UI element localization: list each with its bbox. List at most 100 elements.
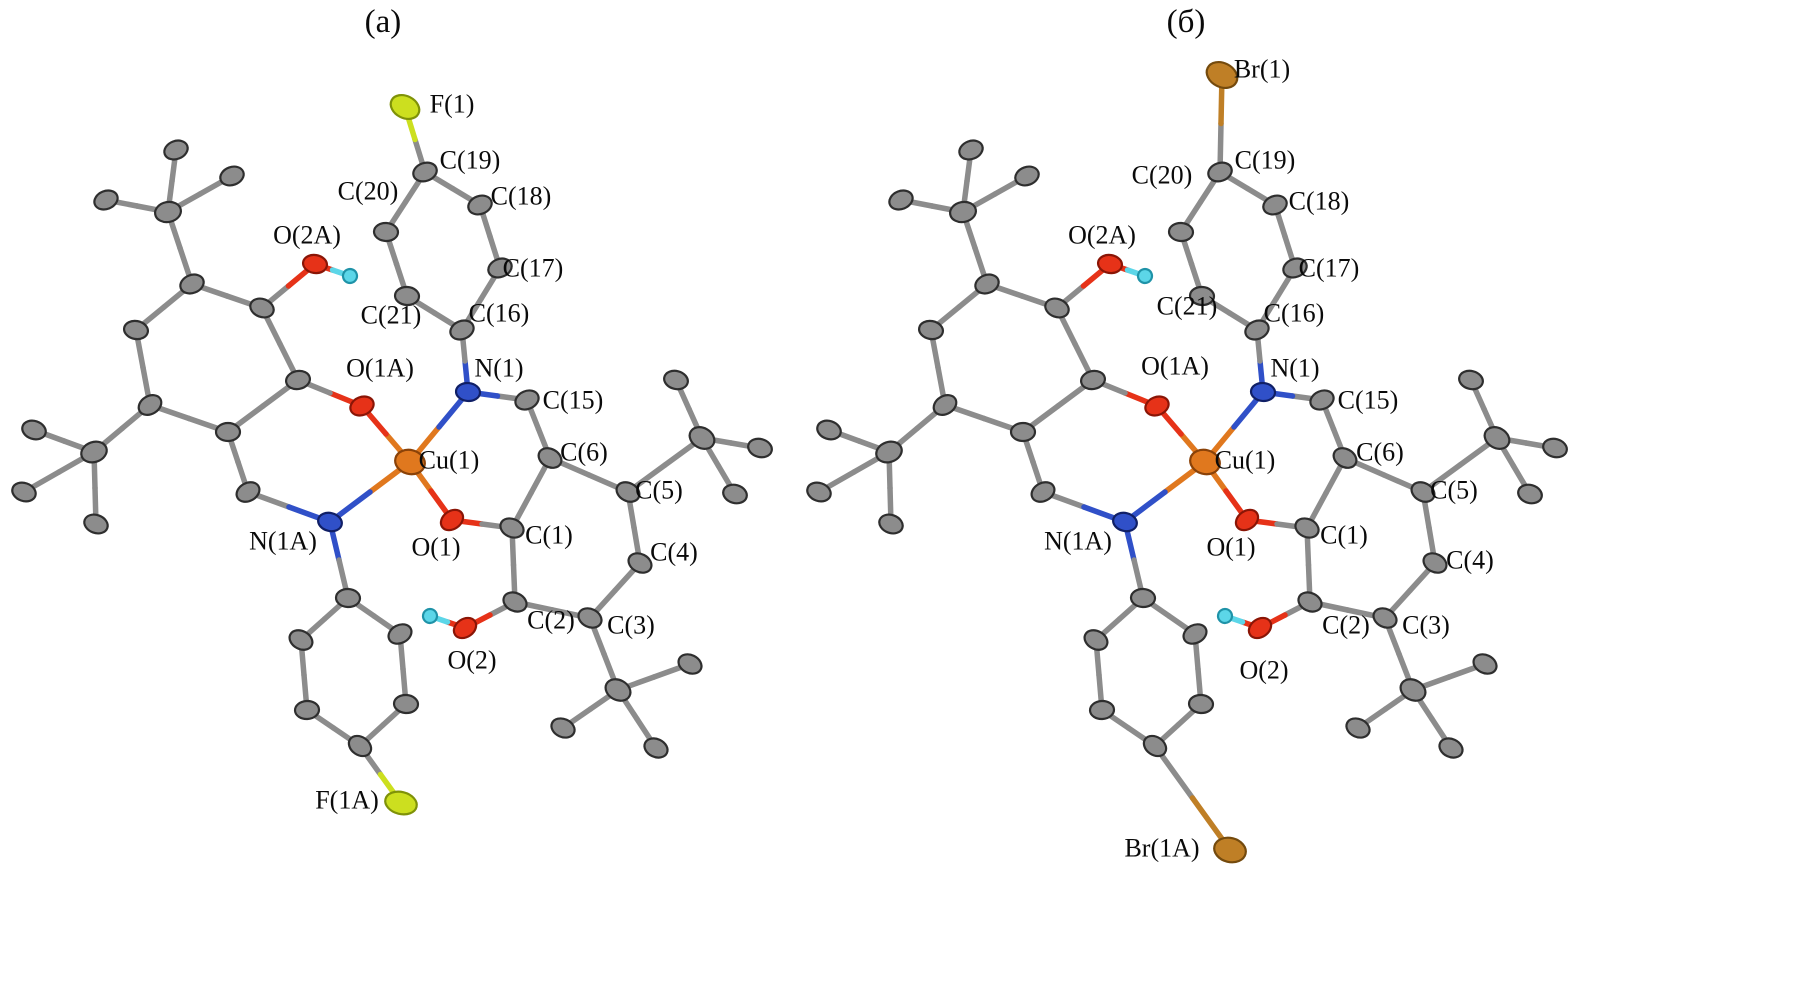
atom-C-C20A-ellipsoid	[1088, 699, 1116, 721]
atom-C-C18-ellipsoid	[1262, 194, 1288, 216]
atom-label-C(5): C(5)	[635, 476, 683, 505]
atom-label-N(1): N(1)	[474, 354, 523, 383]
atom-C-C3A-ellipsoid	[179, 273, 205, 295]
atom-C-C1-ellipsoid	[499, 517, 525, 539]
atom-C-C21-ellipsoid	[1188, 285, 1216, 307]
panel-title-a: (а)	[365, 4, 402, 40]
atom-N-N1A-ellipsoid	[1112, 511, 1138, 533]
atom-label-C(17): C(17)	[503, 254, 564, 283]
atom-C-C20A-ellipsoid	[293, 699, 321, 721]
atom-C-QL-ellipsoid	[80, 440, 108, 464]
atom-Br-X1A-ellipsoid	[1213, 836, 1247, 864]
atom-F-X1-ellipsoid	[389, 93, 421, 121]
atom-C-ML2-ellipsoid	[806, 481, 832, 503]
atom-C-M52-ellipsoid	[747, 437, 773, 459]
atom-label-Br(1A): Br(1A)	[1124, 834, 1199, 863]
atom-C-C19-ellipsoid	[1207, 161, 1233, 183]
atom-C-C16-ellipsoid	[449, 319, 475, 341]
panel-a: F(1)C(19)C(20)C(18)O(2A)C(17)C(21)C(16)O…	[11, 4, 773, 816]
atom-C-M31-ellipsoid	[1345, 717, 1371, 739]
atom-label-C(19): C(19)	[440, 146, 501, 175]
atom-C-M53-ellipsoid	[722, 483, 748, 505]
atom-C-MT1-ellipsoid	[888, 189, 914, 211]
atom-C-C1-ellipsoid	[1294, 517, 1320, 539]
atom-label-C(15): C(15)	[543, 386, 604, 415]
atom-C-C15-ellipsoid	[1309, 389, 1335, 411]
atom-C-QT-ellipsoid	[153, 200, 183, 224]
atom-label-C(20): C(20)	[338, 177, 399, 206]
atom-C-C3-ellipsoid	[577, 607, 603, 629]
atom-C-M51-ellipsoid	[1458, 369, 1484, 391]
atom-label-C(2): C(2)	[1322, 611, 1370, 640]
bond-layer	[21, 104, 763, 806]
atom-C-ML1-ellipsoid	[21, 419, 47, 441]
atom-C-C2A-ellipsoid	[249, 297, 275, 319]
atom-C-C5A-ellipsoid	[932, 394, 958, 416]
atom-C-M51-ellipsoid	[663, 369, 689, 391]
panel-b: Br(1)C(19)C(20)C(18)O(2A)C(17)C(21)C(16)…	[806, 4, 1568, 864]
atom-C-C18-ellipsoid	[467, 194, 493, 216]
atom-C-MT3-ellipsoid	[219, 165, 245, 187]
atom-N-N1A-ellipsoid	[317, 511, 343, 533]
atom-label-C(4): C(4)	[650, 538, 698, 567]
atom-label-C(6): C(6)	[1356, 438, 1404, 467]
atom-C-C2A-ellipsoid	[1044, 297, 1070, 319]
atom-layer	[806, 60, 1568, 864]
label-layer: Br(1)C(19)C(20)C(18)O(2A)C(17)C(21)C(16)…	[1044, 55, 1494, 863]
atom-C-C1A-ellipsoid	[284, 369, 312, 391]
atom-O-O1A-ellipsoid	[349, 395, 375, 417]
atom-label-C(4): C(4)	[1446, 546, 1494, 575]
atom-C-C15-ellipsoid	[514, 389, 540, 411]
atom-O-O1-ellipsoid	[439, 508, 465, 532]
atom-label-F(1): F(1)	[430, 90, 475, 119]
atom-C-QL-ellipsoid	[875, 440, 903, 464]
atom-C-C3-ellipsoid	[1372, 607, 1398, 629]
atom-Cu-Cu1-ellipsoid	[1189, 448, 1221, 476]
atom-C-M31-ellipsoid	[550, 717, 576, 739]
atom-C-C18A-ellipsoid	[392, 693, 420, 715]
atom-C-ML3-ellipsoid	[878, 513, 904, 535]
label-layer: F(1)C(19)C(20)C(18)O(2A)C(17)C(21)C(16)O…	[249, 90, 698, 815]
atom-C-C6A-ellipsoid	[1009, 421, 1037, 443]
atom-C-MT2-ellipsoid	[958, 139, 984, 161]
atom-label-C(20): C(20)	[1132, 161, 1193, 190]
atom-label-N(1): N(1)	[1270, 354, 1319, 383]
atom-C-C17A-ellipsoid	[1182, 623, 1208, 645]
atom-label-C(3): C(3)	[1402, 611, 1450, 640]
atom-C-MT3-ellipsoid	[1014, 165, 1040, 187]
atom-C-M32-ellipsoid	[643, 737, 669, 759]
atom-label-C(16): C(16)	[1264, 299, 1325, 328]
panel-title-b: (б)	[1167, 4, 1206, 40]
atom-C-C5A-ellipsoid	[137, 394, 163, 416]
atom-label-C(1): C(1)	[525, 521, 573, 550]
atom-label-C(3): C(3)	[607, 611, 655, 640]
atom-C-C21-ellipsoid	[393, 285, 421, 307]
atom-Br-X1-ellipsoid	[1205, 60, 1239, 90]
atom-C-Q3-ellipsoid	[1399, 678, 1427, 702]
atom-C-C15A-ellipsoid	[235, 481, 261, 503]
atom-C-C20-ellipsoid	[1167, 221, 1195, 243]
atom-C-C16-ellipsoid	[1244, 319, 1270, 341]
atom-label-C(1): C(1)	[1320, 521, 1368, 550]
atom-C-C4A-ellipsoid	[122, 319, 150, 341]
atom-label-N(1A): N(1A)	[1044, 527, 1112, 556]
atom-H-H2A-ellipsoid	[1136, 267, 1154, 285]
atom-C-C6-ellipsoid	[537, 447, 563, 469]
atom-F-X1A-ellipsoid	[384, 790, 418, 816]
atom-Cu-Cu1-ellipsoid	[394, 448, 426, 476]
atom-C-C17-ellipsoid	[1282, 257, 1308, 279]
atom-C-ML1-ellipsoid	[816, 419, 842, 441]
atom-O-O2A-ellipsoid	[301, 253, 329, 275]
atom-O-O1A-ellipsoid	[1144, 395, 1170, 417]
atom-C-C16A-ellipsoid	[334, 587, 362, 609]
bond-layer	[816, 72, 1558, 853]
atom-C-C18A-ellipsoid	[1187, 693, 1215, 715]
atom-C-C16A-ellipsoid	[1129, 587, 1157, 609]
atom-C-Q5-ellipsoid	[688, 426, 716, 450]
atom-C-C2-ellipsoid	[1297, 591, 1323, 613]
atom-C-C4-ellipsoid	[627, 552, 653, 574]
atom-C-C15A-ellipsoid	[1030, 481, 1056, 503]
atom-O-O2-ellipsoid	[1247, 616, 1273, 640]
